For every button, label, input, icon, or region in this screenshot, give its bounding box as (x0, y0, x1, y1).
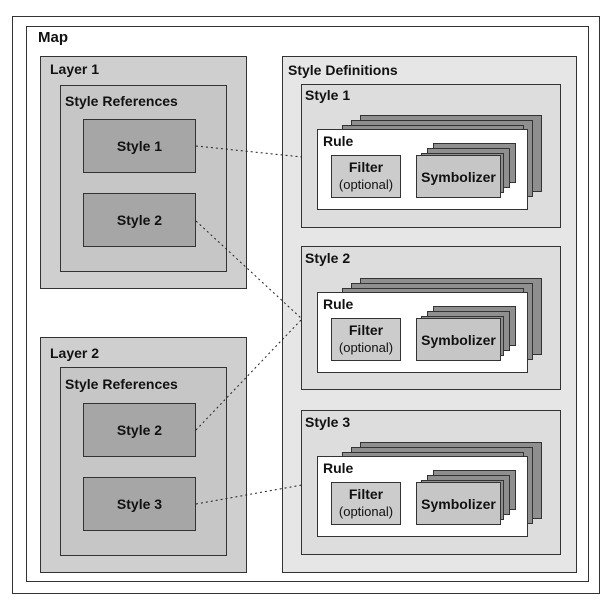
layer-1-ref-style-1: Style 1 (83, 119, 196, 173)
style-def-1-filter-label: Filter (348, 159, 384, 175)
style-def-3-filter (331, 482, 401, 525)
layer-2-title: Layer 2 (50, 345, 100, 361)
style-def-1-title: Style 1 (305, 87, 351, 103)
style-def-2-symbolizer: Symbolizer (416, 318, 501, 361)
style-def-2-filter-note: (optional) (338, 340, 394, 355)
style-definitions-title: Style Definitions (288, 62, 398, 78)
layer-2-ref-style-2: Style 2 (83, 403, 196, 457)
style-def-1-filter-note: (optional) (338, 177, 394, 192)
style-def-2-rule-title: Rule (323, 296, 354, 312)
style-def-3-symbolizer: Symbolizer (416, 482, 501, 525)
style-def-2-filter (331, 318, 401, 361)
style-def-1-filter (331, 155, 401, 198)
layer-1-style-references-title: Style References (65, 93, 178, 109)
layer-2-ref-style-3: Style 3 (83, 477, 196, 531)
style-def-3-rule-title: Rule (323, 460, 354, 476)
layer-1-ref-style-2: Style 2 (83, 193, 196, 247)
style-def-2-title: Style 2 (305, 250, 351, 266)
style-def-3-title: Style 3 (305, 414, 351, 430)
style-def-1-symbolizer: Symbolizer (416, 155, 501, 198)
layer-1-title: Layer 1 (50, 61, 100, 77)
style-def-3-filter-note: (optional) (338, 504, 394, 519)
style-def-3-filter-label: Filter (348, 486, 384, 502)
style-def-1-rule-title: Rule (323, 133, 354, 149)
style-def-2-filter-label: Filter (348, 322, 384, 338)
layer-2-style-references-title: Style References (65, 376, 178, 392)
map-title: Map (38, 29, 68, 46)
